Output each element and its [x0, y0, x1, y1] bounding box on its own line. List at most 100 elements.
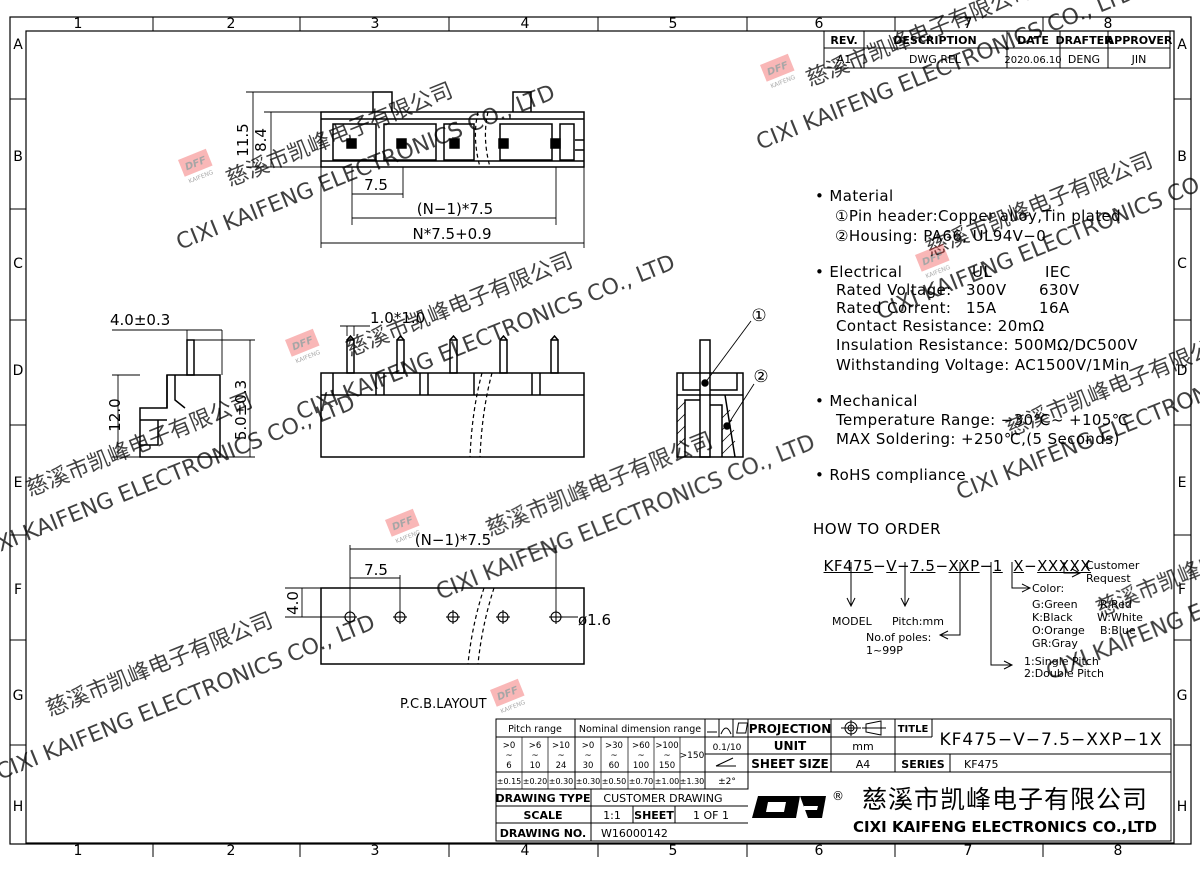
revision-cell: JIN — [1131, 53, 1147, 66]
pin-view — [320, 334, 585, 458]
dim-hole-diameter: ø1.6 — [578, 611, 611, 629]
order-color-orange: O:Orange — [1032, 624, 1085, 637]
order-poles-range: 1~99P — [866, 644, 903, 657]
title-block: PROJECTION UNIT SHEET SIZE TITLE SERIES … — [495, 718, 1172, 842]
spec-current-iec: 16A — [1039, 299, 1070, 317]
frame-row-label: C — [13, 256, 23, 272]
frame-row-label: A — [13, 37, 23, 53]
tolerance-range-cell: 10 — [530, 761, 541, 771]
spec-temperature: Temperature Range: −30℃~ +105℃ — [836, 411, 1130, 429]
tolerance-angle: ±2° — [718, 777, 736, 787]
order-model-label: MODEL — [832, 615, 872, 628]
spec-insulation-resistance: Insulation Resistance: 500MΩ/DC500V — [836, 336, 1138, 354]
unit-label: UNIT — [774, 739, 807, 753]
revision-cell: A1 — [837, 53, 852, 66]
revision-cell: 2020.06.10 — [1004, 55, 1061, 66]
tolerance-range-cell: >0 — [582, 741, 595, 751]
frame-row-label: G — [1177, 688, 1188, 704]
tolerance-value-cell: ±0.15 — [497, 777, 522, 786]
order-pitch-type-double: 2:Double Pitch — [1024, 667, 1104, 680]
section-hatch — [676, 401, 736, 455]
dim-pin-projection: 5.0±0.3 — [232, 380, 250, 440]
spec-col-ul: UL — [972, 263, 993, 281]
tolerance-value-cell: ±1.30 — [680, 777, 705, 786]
dim-side-pin-offset: 4.0±0.3 — [110, 311, 170, 329]
order-poles-label: No.of poles: — [866, 631, 932, 644]
company-name-en: CIXI KAIFENG ELECTRONICS CO.,LTD — [853, 818, 1157, 836]
tolerance-range-cell: ~ — [663, 751, 670, 761]
spec-mechanical-title: • Mechanical — [815, 392, 918, 410]
frame-row-label: F — [1178, 582, 1186, 598]
spec-soldering: MAX Soldering: +250℃,(5 Seconds) — [836, 430, 1120, 448]
tolerance-range-cell: ~ — [557, 751, 564, 761]
pcb-break — [467, 587, 495, 665]
order-color-blue: B:Blue — [1100, 624, 1136, 637]
registered-mark: ® — [832, 789, 844, 803]
spec-voltage-iec: 630V — [1039, 281, 1080, 299]
order-customer-label: Customer — [1086, 559, 1140, 572]
callout-markers: ① ② — [751, 306, 768, 387]
frame-col-label: 8 — [1114, 843, 1123, 859]
order-request-label: Request — [1086, 572, 1131, 585]
tolerance-range-cell: 100 — [633, 761, 649, 771]
spec-voltage-label: Rated Voltage: — [836, 281, 952, 299]
order-code-pitch: 7.5 — [910, 557, 936, 575]
order-pitch-label: Pitch:mm — [892, 615, 944, 628]
tolerance-range-cell: 60 — [609, 761, 620, 771]
drawing-type-value: CUSTOMER DRAWING — [603, 792, 722, 805]
revision-cell: DWG.REL — [909, 53, 962, 66]
order-color-red: R:Red — [1100, 598, 1132, 611]
spec-col-iec: IEC — [1045, 263, 1071, 281]
order-code-model: KF475 — [823, 557, 874, 575]
pcb-dim-text: (N−1)*7.5 7.5 4.0 ø1.6 P.C.B.LAYOUT — [284, 531, 611, 712]
dim-overall-length: N*7.5+0.9 — [413, 225, 492, 243]
watermark-layer: CIXI KAIFENG ELECTRONICS CO., LTD 慈溪市凯峰电… — [0, 0, 1200, 786]
frame-row-label: E — [14, 475, 23, 491]
frame-col-label: 5 — [669, 16, 678, 32]
spec-current-label: Rated Corrent: — [836, 299, 952, 317]
sheet-value: 1 OF 1 — [693, 809, 729, 822]
frame-col-label: 4 — [521, 16, 530, 32]
frame-col-label: 2 — [227, 843, 236, 859]
drawing-frame — [9, 16, 1192, 857]
tolerance-nominal: Nominal dimension range — [579, 724, 701, 735]
dim-pcb-pitch: 7.5 — [364, 561, 388, 579]
frame-col-label: 3 — [371, 843, 380, 859]
tolerance-values: ±0.15 ±0.20 ±0.30 ±0.30 ±0.50 ±0.70 ±1.0… — [497, 777, 705, 786]
tolerance-range-cell: >60 — [632, 741, 650, 751]
frame-row-label: D — [13, 363, 24, 379]
tolerance-value-cell: ±0.30 — [549, 777, 574, 786]
section-view — [676, 339, 744, 458]
callout-two: ② — [753, 367, 768, 387]
scale-label: SCALE — [523, 809, 562, 822]
watermark-logo: DFF KAIFENG — [285, 328, 322, 365]
order-code-customer: XXXXX — [1037, 557, 1092, 575]
front-view-dimensions — [246, 91, 585, 248]
tolerance-range-cell: 6 — [506, 761, 511, 771]
revision-header: DATE — [1017, 34, 1049, 47]
revision-header: REV. — [830, 34, 857, 47]
sheet-size-label: SHEET SIZE — [751, 757, 828, 771]
frame-labels: 1 2 3 4 5 6 7 8 1 2 3 4 5 6 7 8 A B C D … — [13, 16, 1188, 859]
frame-col-label: 8 — [1104, 16, 1113, 32]
frame-row-label: B — [1177, 149, 1187, 165]
frame-row-label: H — [13, 799, 24, 815]
frame-row-label: E — [1178, 475, 1187, 491]
tolerance-range-cell: ~ — [637, 751, 644, 761]
spec-voltage-ul: 300V — [966, 281, 1007, 299]
spec-material-title: • Material — [815, 187, 894, 205]
frame-row-label: C — [1177, 256, 1187, 272]
frame-row-label: D — [1177, 363, 1188, 379]
dim-overall-height: 11.5 — [234, 123, 252, 156]
front-view-dim-text: 11.5 8.4 7.5 (N−1)*7.5 N*7.5+0.9 — [234, 123, 493, 243]
dim-inner-height: 8.4 — [252, 128, 270, 152]
spec-electrical-title: • Electrical — [815, 263, 903, 281]
frame-col-label: 1 — [74, 16, 83, 32]
spec-rohs: • RoHS compliance — [815, 466, 966, 484]
spec-current-ul: 15A — [966, 299, 997, 317]
order-color-green: G:Green — [1032, 598, 1078, 611]
order-code-color: X — [1013, 557, 1025, 575]
scale-value: 1:1 — [603, 809, 621, 822]
frame-row-label: G — [13, 688, 24, 704]
frame-col-label: 7 — [964, 16, 973, 32]
